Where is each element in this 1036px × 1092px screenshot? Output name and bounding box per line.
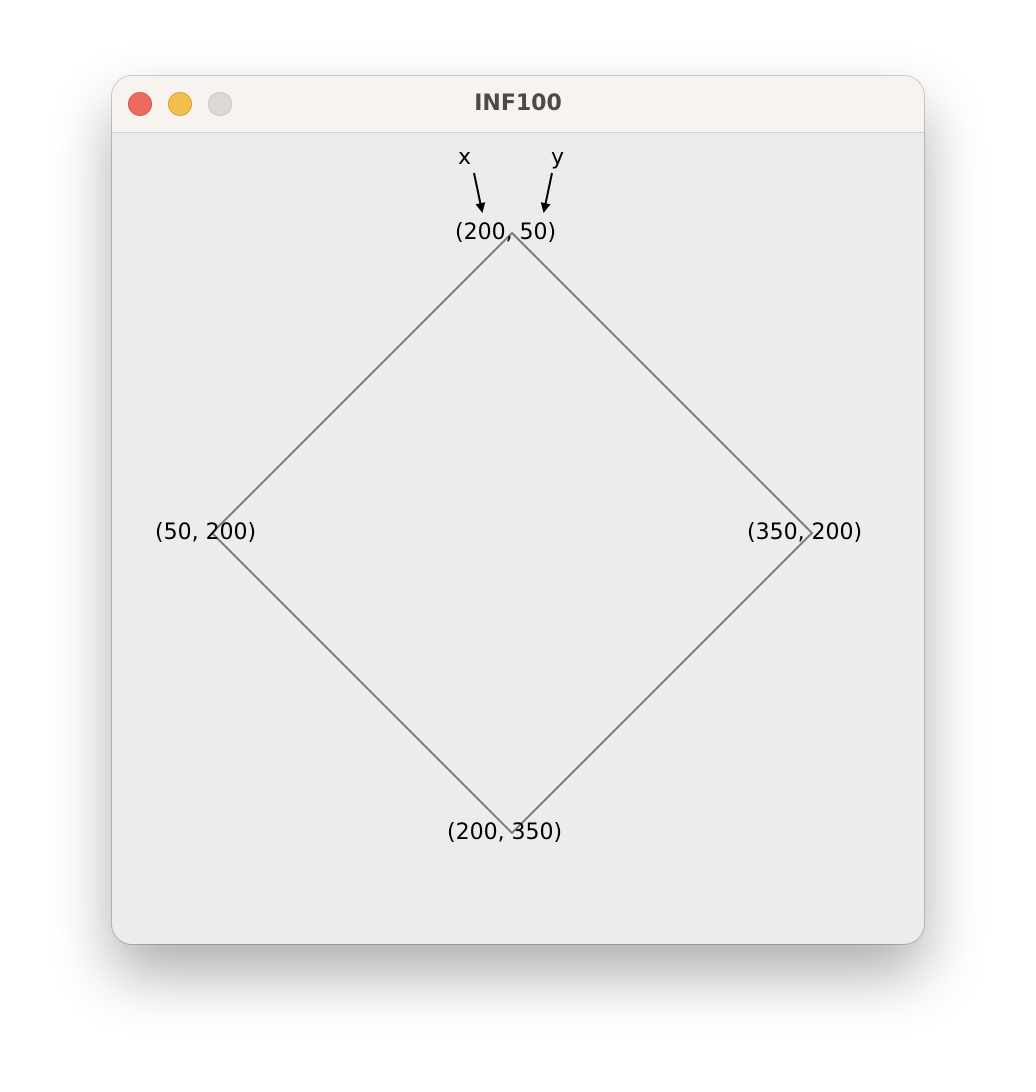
diamond-drawing [210, 172, 814, 835]
vertex-label-left: (50, 200) [155, 520, 257, 545]
y-annotation-arrow [540, 172, 553, 213]
vertex-label-top: (200, 50) [455, 220, 557, 245]
window-title: INF100 [474, 91, 562, 116]
diamond-shape [210, 231, 814, 835]
x-annotation-arrow [473, 172, 486, 213]
close-button[interactable] [128, 92, 152, 116]
y-annotation-label: y [551, 145, 565, 170]
drawing-canvas: x y (200, 50) (50, 200) (350, 200) (200,… [112, 133, 924, 944]
vertex-label-right: (350, 200) [747, 520, 863, 545]
app-window: INF100 x y (200, 50) (50, 200) (350, 200… [112, 76, 924, 944]
zoom-button[interactable] [208, 92, 232, 116]
minimize-button[interactable] [168, 92, 192, 116]
title-bar[interactable]: INF100 [112, 76, 924, 133]
vertex-label-bottom: (200, 350) [447, 820, 563, 845]
x-annotation-label: x [458, 145, 472, 170]
